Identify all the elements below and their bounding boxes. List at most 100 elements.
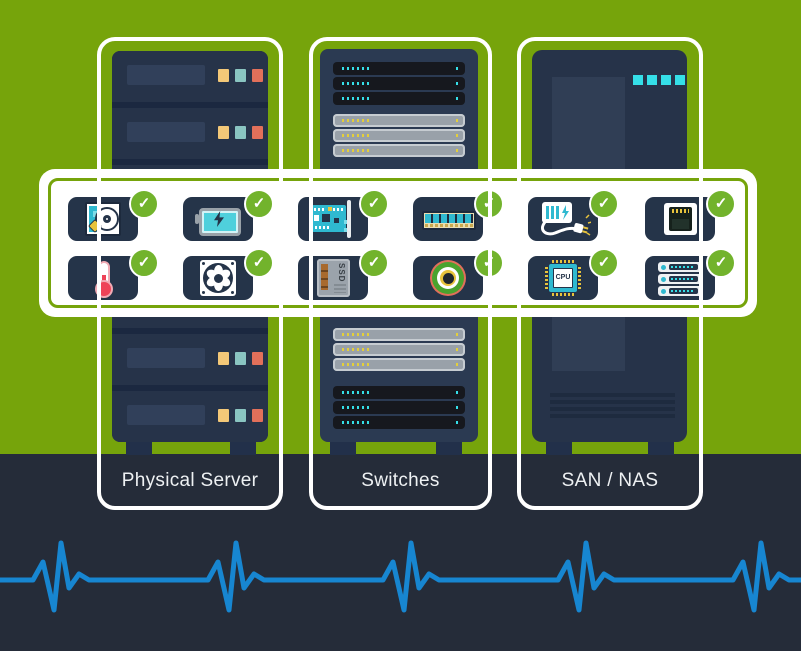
drive-slot [127,405,205,425]
led-dot [456,333,458,336]
tile-ethernet-port: ✓ [645,189,736,241]
check-icon: ✓ [706,189,736,219]
pcb-chip [322,214,330,222]
fan-icon [200,260,236,296]
status-band-border [48,178,748,308]
check-icon: ✓ [359,248,389,278]
lens-ring-yellow [440,270,456,286]
cpu-pins [545,267,548,289]
tile-power-supply: ✓ [528,189,619,241]
hdd-hub [103,215,111,223]
pcb-component [314,215,319,221]
led-row [342,119,372,122]
lens-ring-green [432,262,464,294]
ethernet-port-icon [664,203,697,235]
fan-hub [211,271,225,285]
fan-disc [203,263,233,293]
screw-dot [202,262,205,265]
led-dot [456,421,458,424]
stack-panel [669,288,698,294]
stack-panel [669,264,698,270]
vent-line [550,400,675,404]
led-row [342,97,372,100]
switch-unit-dark [333,92,465,105]
panel-san-nas: SAN / NAS [517,37,703,510]
led-square [647,75,657,85]
led-dot [456,134,458,137]
led-row [342,134,372,137]
drive-slot [127,122,205,142]
led-row [342,333,372,336]
panel-label: Switches [361,470,440,491]
ssd-pad [334,284,346,293]
indicator-square-teal [235,352,246,365]
cabinet-foot [126,442,152,455]
led-dot [456,406,458,409]
switch-unit-gray [333,358,465,371]
tile-fan: ✓ [183,248,274,300]
indicator-square-red [252,69,263,82]
pcb-component [328,207,332,211]
tile-battery: ✓ [183,189,274,241]
server-unit [112,51,268,102]
vent-line [550,407,675,411]
cabinet-foot [330,442,356,455]
network-card-icon [312,205,346,232]
switch-unit-dark [333,77,465,90]
indicator-square-teal [235,409,246,422]
tile-cpu: CPU ✓ [528,248,619,300]
lens-center [442,272,454,284]
indicator-square-yellow [218,352,229,365]
ssd-icon: SSD [317,259,350,297]
drive-slot [127,65,205,85]
ssd-connector [321,264,328,290]
port-opening [669,207,692,231]
led-dot [456,82,458,85]
led-dot [456,391,458,394]
tile-temperature: ✓ [68,248,159,300]
led-row [671,278,695,280]
server-stack-icon [658,286,702,296]
unit-separator [112,102,268,108]
pcb-dots [333,208,343,211]
screw-dot [202,291,205,294]
panel-label: Physical Server [121,470,259,491]
cpu-pins [578,267,581,289]
battery-terminal [195,214,199,224]
switch-unit-gray [333,114,465,127]
led-row [671,266,695,268]
card-bracket [347,200,351,238]
power-dot [661,264,666,270]
switch-unit-gray [333,343,465,356]
tile-server-stack: ✓ [645,248,736,300]
cpu-label: CPU [553,268,573,288]
optical-port-icon [430,260,466,296]
server-unit [112,108,268,159]
ssd-label: SSD [337,263,346,283]
cpu-icon: CPU [549,264,577,292]
led-row [342,363,372,366]
heartbeat-line-icon [0,540,801,613]
led-square [675,75,685,85]
pcb-chip [334,218,339,223]
power-dot [661,276,666,282]
memory-icon [422,211,476,230]
indicator-square-red [252,126,263,139]
unit-separator [112,385,268,391]
server-unit [112,391,268,442]
server-stack-icon [658,274,702,284]
pcb-dots [315,226,331,229]
server-unit [112,334,268,385]
status-band [39,169,757,317]
lightning-icon [214,211,224,227]
led-square [661,75,671,85]
led-dot [456,348,458,351]
switch-unit-gray [333,144,465,157]
port-lower [672,219,689,229]
indicator-square-yellow [218,126,229,139]
led-row [342,82,372,85]
power-dot [661,288,666,294]
panel-physical-server: Physical Server [97,37,283,510]
led-dot [456,119,458,122]
